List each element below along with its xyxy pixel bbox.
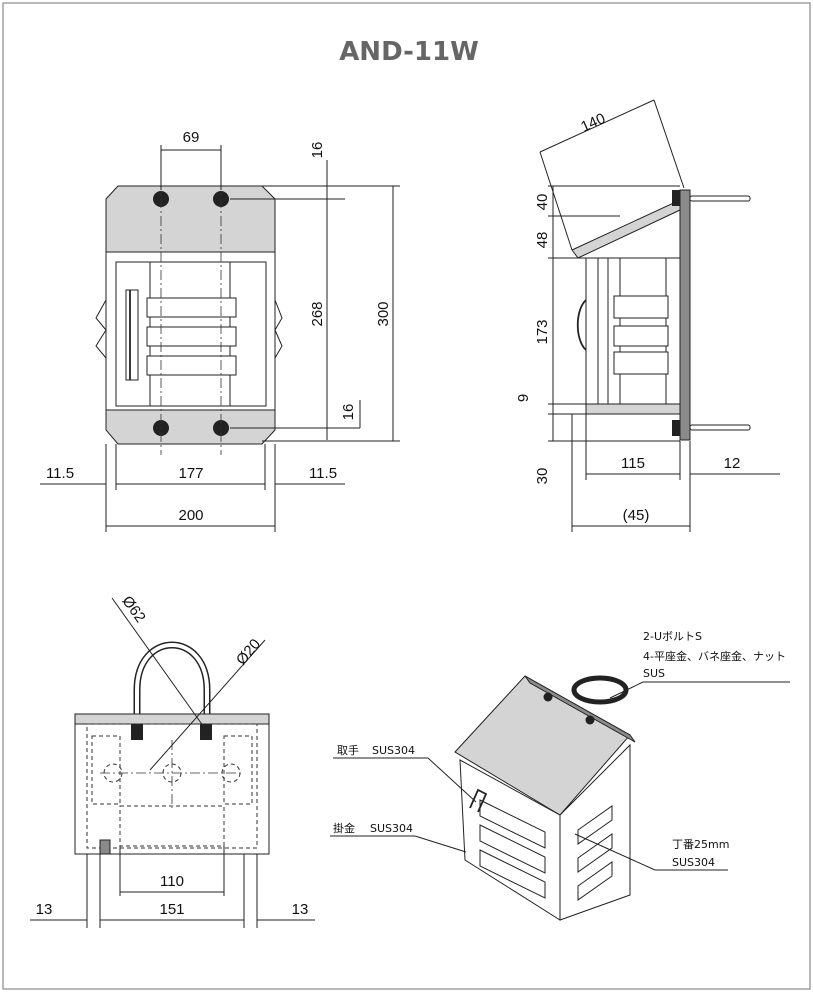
louvre-slat-1 (146, 297, 237, 318)
note-latch-label: 掛金 (333, 821, 355, 835)
dim-overall-ref: (45) (623, 507, 650, 524)
bottom-view: Ø62 Ø20 110 13 151 13 (30, 593, 315, 928)
dim-body-depth: 115 (621, 455, 645, 472)
ubolt-top-icon (689, 195, 751, 202)
front-body (105, 251, 276, 411)
dim-bottom: 30 (534, 468, 551, 485)
dim-body-height: 173 (534, 319, 551, 344)
note-ubolt-line2: 4-平座金、バネ座金、ナット (643, 649, 786, 663)
side-roof (571, 199, 681, 259)
side-slat-2 (613, 325, 669, 347)
front-base-plate (105, 409, 276, 445)
side-back-plate (679, 189, 691, 441)
iso-ubolt-icon (571, 675, 629, 705)
hidden-right-slot (223, 735, 253, 805)
side-view: 140 40 48 173 9 30 115 12 (45) (515, 99, 780, 532)
ext-line (539, 151, 573, 251)
note-ubolt-line1: 2-UボルトS (643, 630, 702, 643)
dim-height: 300 (375, 301, 392, 326)
nut-top-icon (672, 190, 680, 206)
iso-slat-2 (479, 824, 546, 874)
dim-top-offset: 16 (309, 142, 326, 159)
dim-depth: 140 (578, 110, 608, 136)
ubolt-nut-left-icon (131, 724, 143, 740)
front-handle-plate (125, 289, 139, 381)
dim-line (539, 99, 655, 153)
hidden-outline (86, 723, 258, 849)
iso-handle-icon (469, 788, 488, 813)
front-right-hinge (274, 299, 283, 359)
note-leader (574, 833, 656, 871)
side-slat-3 (613, 351, 669, 375)
iso-bolt-icon (543, 692, 553, 702)
dim-left-margin: 11.5 (46, 465, 74, 482)
ubolt-loop-inner (135, 643, 209, 725)
dim-right: 13 (292, 901, 309, 918)
note-ubolt-line3: SUS (643, 667, 665, 680)
side-handle (576, 299, 587, 351)
note-leader (609, 681, 644, 699)
dim-inner: 110 (160, 873, 184, 890)
iso-slat-3 (479, 849, 546, 899)
ext-line (653, 99, 685, 189)
dim-inner-width: 177 (178, 465, 203, 482)
dim-left: 13 (36, 901, 53, 918)
ubolt-nut-right-icon (200, 724, 212, 740)
dim-bottom-offset: 16 (340, 404, 357, 421)
dim-center: 151 (159, 901, 184, 918)
side-slat-1 (613, 295, 669, 319)
dim-right-margin: 11.5 (309, 465, 337, 482)
iso-bolt-icon (585, 715, 595, 725)
side-base (585, 403, 681, 415)
dim-base-gap: 9 (515, 394, 532, 402)
leader-line (111, 597, 207, 731)
dim-width: 200 (178, 507, 203, 524)
note-leader (414, 835, 467, 853)
iso-side-slat-2 (577, 833, 613, 873)
dim-roof-drop: 48 (534, 232, 551, 249)
note-handle-label: 取手 (337, 743, 359, 757)
louvre-slat-2 (146, 326, 237, 347)
leader-line (149, 639, 266, 771)
dim-hole-dia: Ø20 (233, 636, 264, 669)
note-hinge-label: 丁番25mm (672, 838, 729, 851)
iso-side-slat-1 (577, 805, 613, 845)
dim-bolt-pitch: 69 (183, 129, 200, 146)
nut-bottom-icon (672, 420, 680, 436)
ubolt-bottom-icon (689, 424, 751, 431)
bottom-top-strip (74, 713, 270, 725)
iso-side-slat-3 (577, 861, 613, 901)
drawing-title: AND-11W (339, 37, 479, 67)
iso-view: 2-UボルトS 4-平座金、バネ座金、ナット SUS 取手 SUS304 掛金 … (330, 630, 790, 921)
front-view: 69 16 268 300 16 11.5 177 11.5 200 (40, 129, 400, 532)
front-roof-plate (105, 185, 276, 253)
bottom-handle-tab (99, 839, 111, 855)
louvre-slat-3 (146, 355, 237, 376)
note-leader (427, 757, 477, 803)
hidden-bottom-slot (119, 805, 225, 847)
iso-roof-edge (524, 675, 636, 743)
dim-bolt-span: 268 (309, 301, 326, 326)
dim-roof-top: 40 (534, 194, 551, 211)
note-handle-mat: SUS304 (372, 744, 415, 757)
front-left-hinge (95, 299, 107, 359)
note-latch-mat: SUS304 (370, 822, 413, 835)
note-hinge-mat: SUS304 (672, 856, 715, 869)
iso-slat-1 (479, 799, 546, 849)
dim-bracket: 12 (724, 455, 741, 472)
dim-pipe-dia: Ø62 (118, 593, 148, 626)
hidden-left-slot (91, 735, 121, 805)
